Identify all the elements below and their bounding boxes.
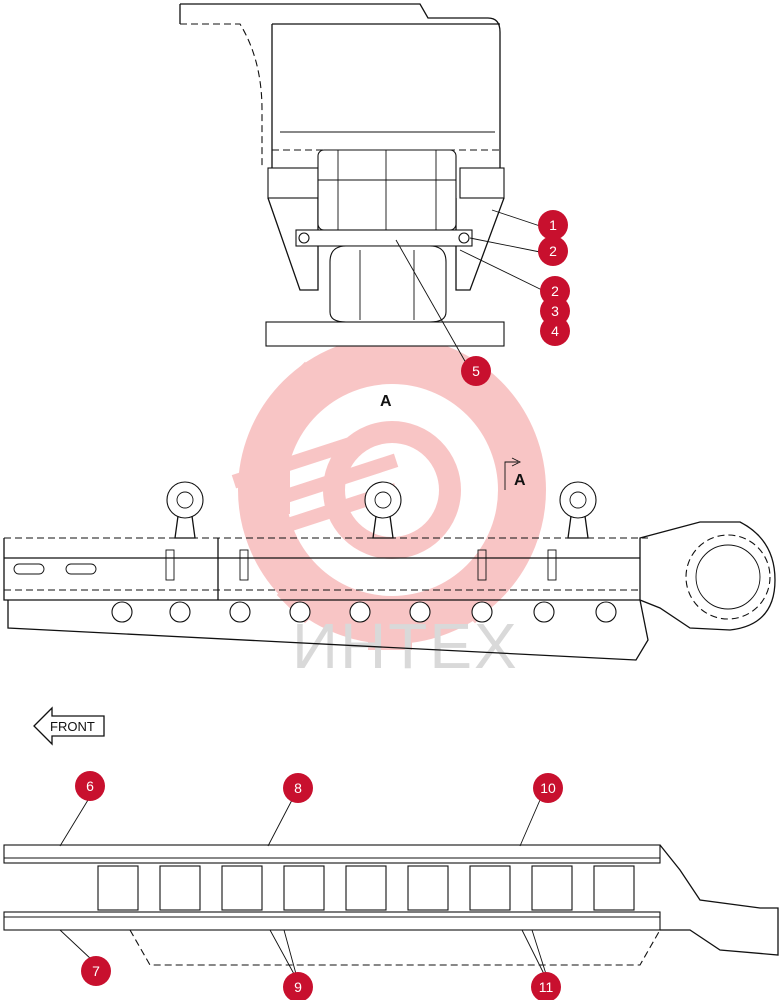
front-arrow: FRONT (33, 706, 105, 746)
track-roller-row (97, 865, 635, 911)
svg-text:10: 10 (540, 780, 556, 796)
track-rollers (111, 601, 617, 623)
callout-2[interactable]: 2 (538, 236, 568, 266)
view-label-a: A (380, 393, 392, 410)
callout-4[interactable]: 4 (540, 316, 570, 346)
section-mark: A (504, 457, 526, 490)
callout-7[interactable]: 7 (81, 956, 111, 986)
svg-text:1: 1 (549, 217, 557, 233)
svg-text:9: 9 (294, 979, 302, 995)
svg-text:11: 11 (539, 979, 554, 995)
svg-text:3: 3 (551, 303, 559, 319)
callout-6[interactable]: 6 (75, 771, 105, 801)
carrier-roller (166, 481, 597, 539)
svg-text:2: 2 (549, 243, 557, 259)
watermark-logo (231, 330, 546, 650)
plan-view (3, 799, 779, 975)
section-view (179, 3, 543, 371)
svg-text:6: 6 (86, 778, 94, 794)
svg-text:5: 5 (472, 363, 480, 379)
callout-5[interactable]: 5 (461, 356, 491, 386)
svg-text:A: A (514, 472, 526, 489)
svg-text:4: 4 (551, 323, 559, 339)
callout-10[interactable]: 10 (533, 773, 563, 803)
svg-text:7: 7 (92, 963, 100, 979)
svg-text:8: 8 (294, 780, 302, 796)
svg-text:FRONT: FRONT (50, 719, 95, 734)
callout-11[interactable]: 11 (531, 972, 561, 1000)
callout-8[interactable]: 8 (283, 773, 313, 803)
side-view-frame (3, 481, 776, 661)
callout-1[interactable]: 1 (538, 210, 568, 240)
callout-9[interactable]: 9 (283, 972, 313, 1000)
svg-text:2: 2 (551, 283, 559, 299)
